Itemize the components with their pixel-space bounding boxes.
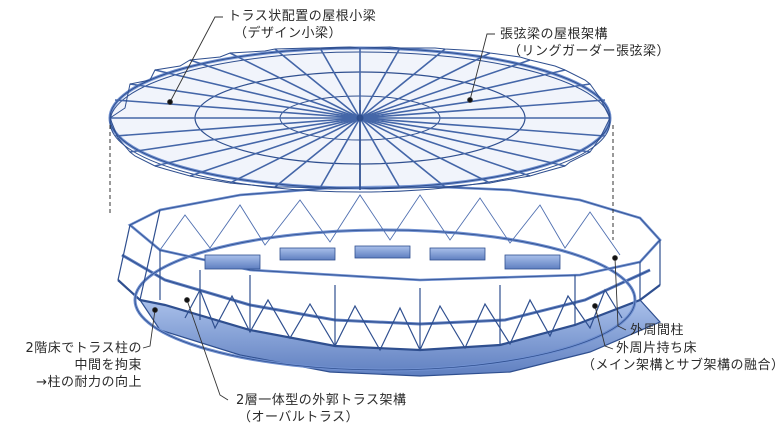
label-second-floor-line3: →柱の耐力の向上 [36,375,142,390]
label-roof-purlins-line2: （デザイン小梁） [234,26,343,41]
label-roof-frame-line2: （リングガーダー張弦梁） [508,44,671,59]
label-outer-truss-line1: 2層一体型の外郭トラス架構 [236,393,407,408]
label-cantilever-floor: 外周片持ち床 （メイン架構とサブ架構の融合） [582,340,779,374]
label-cantilever-floor-line2: （メイン架構とサブ架構の融合） [582,358,779,373]
alignment-dashed-lines [109,125,614,240]
label-second-floor: 2階床でトラス柱の 中間を拘束 →柱の耐力の向上 [0,340,142,391]
label-second-floor-line2: 中間を拘束 [74,358,142,373]
outer-oval-truss [117,184,662,377]
label-roof-purlins-line1: トラス状配置の屋根小梁 [228,9,377,24]
label-second-floor-line1: 2階床でトラス柱の [25,341,142,356]
label-outer-column: 外周間柱 [630,322,684,339]
roof-frame [108,46,612,193]
label-outer-truss: 2層一体型の外郭トラス架構 （オーバルトラス） [236,392,407,426]
label-cantilever-floor-line1: 外周片持ち床 [616,341,698,356]
label-roof-frame: 張弦梁の屋根架構 （リングガーダー張弦梁） [500,26,670,60]
label-outer-truss-line2: （オーバルトラス） [238,410,360,425]
label-roof-purlins: トラス状配置の屋根小梁 （デザイン小梁） [228,8,376,42]
label-roof-frame-line1: 張弦梁の屋根架構 [500,27,609,42]
label-outer-column-line1: 外周間柱 [630,323,685,338]
leader-lines [142,16,627,401]
